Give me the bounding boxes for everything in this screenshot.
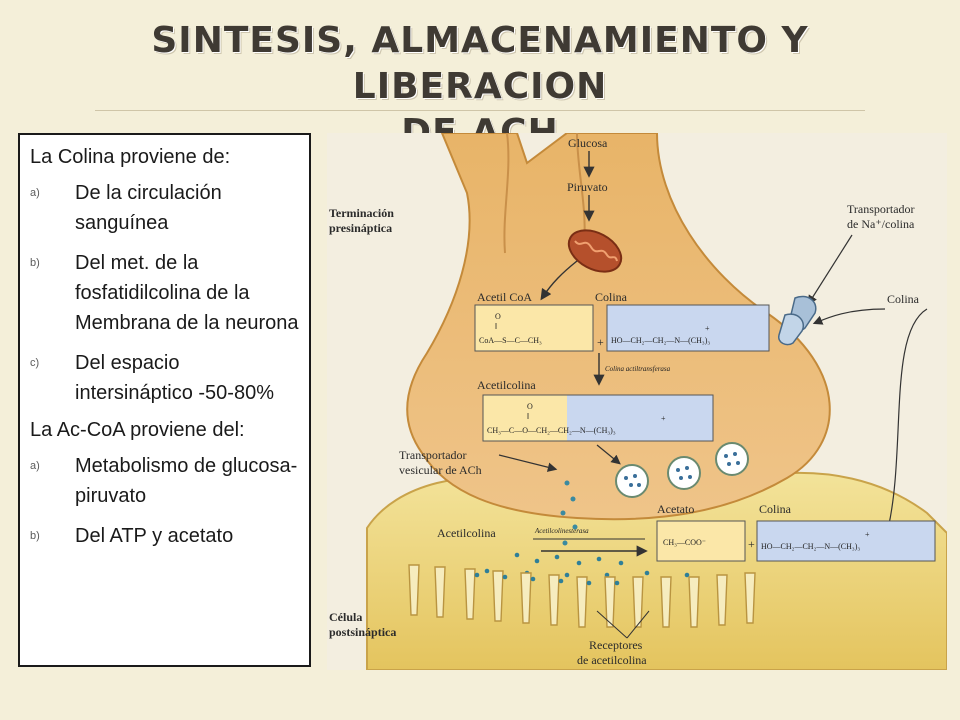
celula-label-1: Célula [329, 610, 362, 624]
title-divider [95, 110, 865, 111]
colina-box-label: Colina [595, 290, 628, 304]
plus-sign: + [748, 537, 755, 551]
colina-reuptake-path [886, 308, 928, 534]
list-item: b)Del ATP y acetato [30, 525, 234, 547]
colina-term: Colina [57, 146, 115, 168]
na-colina-transporter-icon [778, 295, 817, 346]
slide-title: SINTESIS, ALMACENAMIENTO Y LIBERACION DE… [60, 18, 900, 156]
transportador-na-label-2: de Na⁺/colina [847, 217, 915, 231]
synapse-diagram: Terminación presináptica Glucosa Piruvat… [327, 133, 947, 670]
receptor-bound-dots [474, 572, 620, 586]
acetyl-coa-box: O ‖ CoA—S—C—CH₃ [474, 304, 594, 352]
released-ach-dots [560, 480, 578, 546]
vesicular-pointer [498, 454, 558, 472]
acetato-box: CH₃—COO⁻ [656, 520, 746, 562]
svg-text:CH₃—C—O—CH₂—CH₂—N—(CH₃)₃: CH₃—C—O—CH₂—CH₂—N—(CH₃)₃ [487, 426, 616, 435]
svg-text:‖: ‖ [495, 322, 497, 331]
receptores-label-1: Receptores [589, 638, 643, 652]
acetato-label: Acetato [657, 502, 694, 516]
receptor-pointer [596, 610, 628, 639]
vesicle-fill-arrow [596, 444, 621, 465]
plus-sign: + [597, 335, 604, 349]
acetil-coa-label: Acetil CoA [477, 290, 532, 304]
accoa-term: Ac-CoA [56, 419, 125, 441]
list-item: a)De la circulación sanguínea [30, 182, 222, 234]
accoa-intro: La Ac-CoA proviene del: [30, 419, 245, 441]
list-item: a)Metabolismo de glucosa-piruvato [30, 455, 298, 507]
mito-arrow [540, 260, 578, 301]
terminacion-label-2: presináptica [329, 221, 392, 235]
axon-streak [503, 133, 510, 254]
synapse-svg: Terminación presináptica Glucosa Piruvat… [327, 133, 947, 670]
svg-text:CoA—S—C—CH₃: CoA—S—C—CH₃ [479, 336, 542, 345]
acetilcolina-cleft-label: Acetilcolina [437, 526, 496, 540]
mitochondrion-icon [567, 229, 623, 273]
svg-text:O: O [495, 312, 501, 321]
receptor-pointer [626, 610, 650, 639]
glucosa-label: Glucosa [568, 136, 608, 150]
colina-box: + HO—CH₂—CH₂—N—(CH₃)₃ [606, 304, 770, 352]
cleft-ach-dots [484, 552, 690, 578]
svg-text:HO—CH₂—CH₂—N—(CH₃)₃: HO—CH₂—CH₂—N—(CH₃)₃ [761, 542, 860, 551]
acetylcholine-box: O ‖ + CH₃—C—O—CH₂—CH₂—N—(CH₃)₃ [482, 394, 714, 442]
acetilcolinesterasa-label: Acetilcolinesterasa [534, 527, 589, 535]
colina-outside-label: Colina [887, 292, 920, 306]
svg-text:O: O [527, 402, 533, 411]
text-box: La Colina proviene de: a)De la circulaci… [18, 133, 311, 667]
colina-uptake-arrow [812, 308, 886, 325]
accoa-sources-list: a)Metabolismo de glucosa-piruvato b)Del … [30, 451, 299, 551]
colina-right-label: Colina [759, 502, 792, 516]
svg-text:+: + [865, 530, 870, 539]
title-line-1: SINTESIS, ALMACENAMIENTO Y LIBERACION [151, 20, 809, 107]
colina-product-box: + HO—CH₂—CH₂—N—(CH₃)₃ [756, 520, 936, 562]
acetylcholine-receptors [408, 564, 756, 628]
acetilcolina-top-label: Acetilcolina [477, 378, 536, 392]
transportador-na-pointer [807, 234, 853, 306]
transportador-na-label-1: Transportador [847, 202, 915, 216]
synaptic-vesicle-icon [667, 456, 701, 490]
synaptic-vesicle-icon [615, 464, 649, 498]
piruvato-label: Piruvato [567, 180, 608, 194]
colina-intro: La Colina proviene de: [30, 146, 231, 168]
svg-text:CH₃—COO⁻: CH₃—COO⁻ [663, 538, 706, 547]
transportador-ves-label-1: Transportador [399, 448, 467, 462]
list-item: b)Del met. de la fosfatidilcolina de la … [30, 252, 299, 334]
colina-sources-list: a)De la circulación sanguínea b)Del met.… [30, 178, 299, 408]
synaptic-vesicle-icon [715, 442, 749, 476]
receptores-label-2: de acetilcolina [577, 653, 647, 667]
transportador-ves-label-2: vesicular de ACh [399, 463, 482, 477]
svg-text:+: + [705, 324, 710, 333]
svg-text:HO—CH₂—CH₂—N—(CH₃)₃: HO—CH₂—CH₂—N—(CH₃)₃ [611, 336, 710, 345]
enzyme-cat-label: Colina actiltransferasa [605, 365, 671, 373]
celula-label-2: postsináptica [329, 625, 396, 639]
svg-text:+: + [661, 414, 666, 423]
list-item: c)Del espacio intersináptico -50-80% [30, 352, 274, 404]
svg-text:‖: ‖ [527, 412, 529, 421]
terminacion-label-1: Terminación [329, 206, 394, 220]
